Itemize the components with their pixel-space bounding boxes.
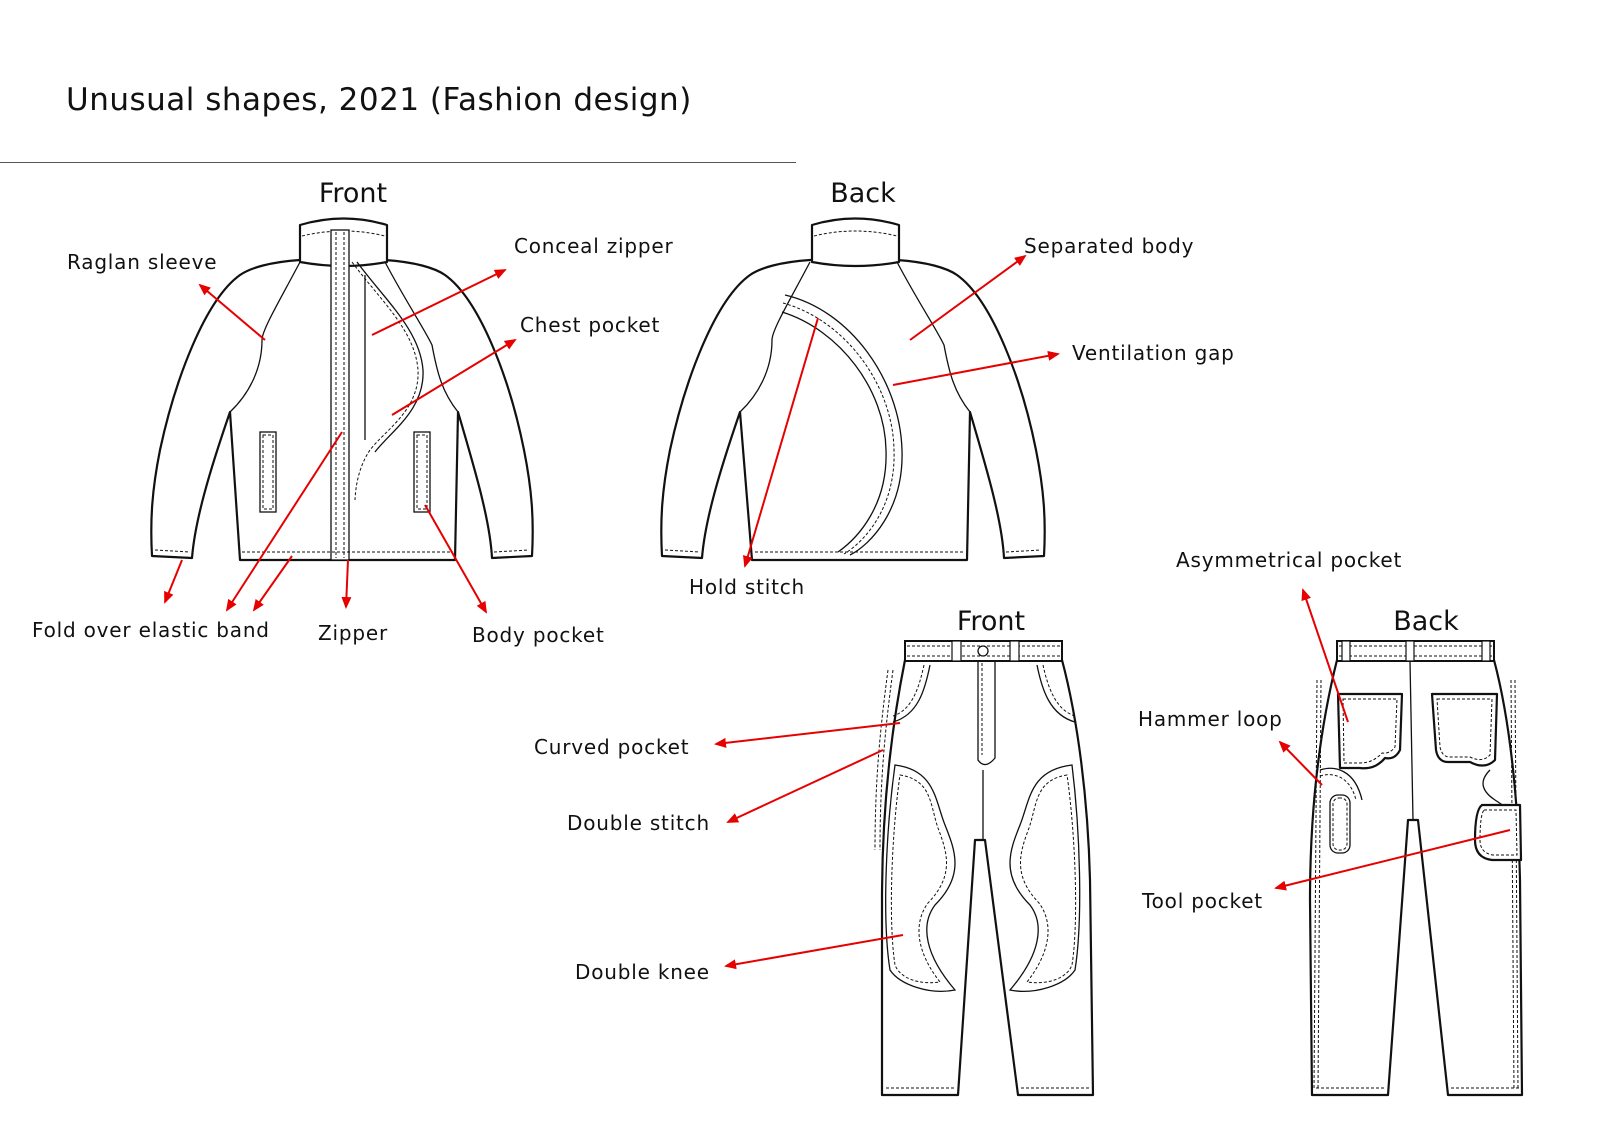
label-asymmetrical-pocket: Asymmetrical pocket: [1176, 548, 1402, 572]
arrow-zipper: [341, 559, 352, 609]
label-zipper: Zipper: [318, 621, 388, 645]
arrow-tool-pocket: [1274, 829, 1511, 891]
label-double-knee: Double knee: [575, 960, 710, 984]
arrow-asymmetrical-pocket: [1301, 588, 1349, 723]
label-body-pocket: Body pocket: [472, 623, 605, 647]
label-fold-over-elastic-band: Fold over elastic band: [32, 618, 270, 642]
label-conceal-zipper: Conceal zipper: [514, 234, 674, 258]
label-separated-body: Separated body: [1024, 234, 1194, 258]
arrow-raglan-sleeve: [198, 283, 266, 341]
arrow-chest-pocket: [391, 338, 517, 416]
arrow-fold-band-zipper: [225, 431, 343, 612]
jacket-back-drawing: [660, 217, 1046, 562]
arrow-curved-pocket: [714, 722, 901, 748]
arrow-double-knee: [724, 934, 904, 970]
title-divider: [0, 162, 796, 163]
label-raglan-sleeve: Raglan sleeve: [67, 250, 217, 274]
arrow-fold-band-sleeve: [164, 559, 183, 604]
jacket-back-heading: Back: [830, 178, 896, 209]
label-ventilation-gap: Ventilation gap: [1072, 341, 1235, 365]
jacket-front-drawing: [150, 217, 534, 562]
arrow-separated-body: [909, 254, 1027, 341]
page-title: Unusual shapes, 2021 (Fashion design): [66, 82, 692, 118]
label-hold-stitch: Hold stitch: [689, 575, 805, 599]
pants-front-drawing: [874, 640, 1095, 1097]
arrow-body-pocket: [424, 504, 487, 614]
pants-front-heading: Front: [957, 606, 1025, 637]
arrow-hammer-loop: [1278, 740, 1323, 786]
arrow-conceal-zipper: [371, 269, 507, 336]
label-tool-pocket: Tool pocket: [1141, 889, 1263, 913]
arrow-hold-stitch: [743, 317, 819, 568]
arrow-ventilation-gap: [892, 350, 1060, 386]
pants-back-heading: Back: [1393, 606, 1459, 637]
arrow-double-stitch: [726, 749, 884, 823]
jacket-front-heading: Front: [319, 178, 387, 209]
label-double-stitch: Double stitch: [567, 811, 710, 835]
label-curved-pocket: Curved pocket: [534, 735, 689, 759]
callout-arrows: [164, 254, 1511, 970]
label-chest-pocket: Chest pocket: [520, 313, 660, 337]
pants-back-drawing: [1308, 640, 1524, 1097]
label-hammer-loop: Hammer loop: [1138, 707, 1283, 731]
arrow-fold-band-hem: [252, 555, 293, 612]
